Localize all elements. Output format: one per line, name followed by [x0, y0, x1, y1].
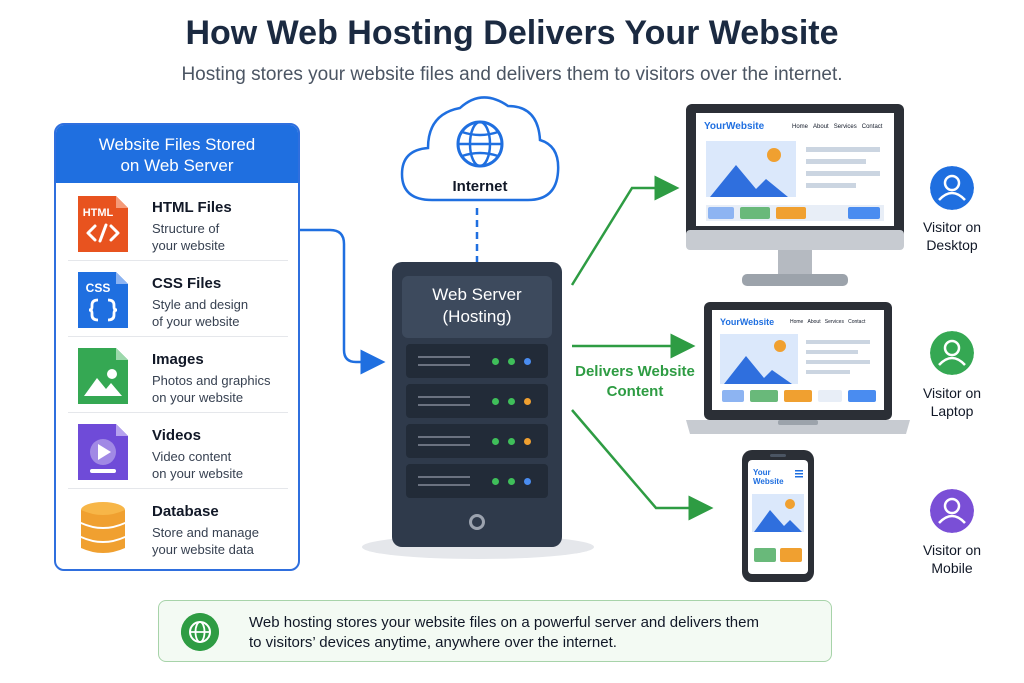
- user-icon: [930, 331, 974, 375]
- cloud-icon: [400, 96, 560, 202]
- video-file-icon: [78, 424, 128, 480]
- file-name: Videos: [152, 427, 201, 444]
- summary-box: Web hosting stores your website files on…: [158, 600, 832, 662]
- file-item-css: CSS CSS Files Style and design of your w…: [68, 263, 288, 337]
- site-logo: YourWebsite: [704, 121, 765, 132]
- site-logo: YourWebsite: [720, 317, 775, 327]
- file-item-database: Database Store and manage your website d…: [68, 491, 288, 565]
- mobile-screen: Your Website: [748, 460, 808, 574]
- internet-label: Internet: [452, 178, 508, 195]
- webpage-mockup: [706, 141, 884, 221]
- file-name: CSS Files: [152, 275, 222, 292]
- file-desc: Style and design of your website: [152, 297, 249, 329]
- file-desc: Photos and graphics on your website: [152, 373, 271, 405]
- html-file-icon: HTML: [78, 196, 128, 252]
- file-item-videos: Videos Video content on your website: [68, 415, 288, 489]
- webpage-mockup: [720, 334, 876, 402]
- file-name: HTML Files: [152, 199, 232, 216]
- file-desc: Structure of your website: [152, 221, 225, 253]
- server-to-mobile-arrow: [571, 409, 714, 521]
- user-icon: [930, 166, 974, 210]
- site-nav: Home About Services Contact: [790, 319, 866, 325]
- files-to-server-arrow: [300, 228, 386, 375]
- image-file-icon: [78, 348, 128, 404]
- css-file-icon: CSS: [78, 272, 128, 328]
- webpage-mockup: [752, 470, 804, 562]
- visitor-label-mobile: Visitor on Mobile: [922, 542, 982, 576]
- visitor-label-desktop: Visitor on Desktop: [922, 219, 982, 253]
- page-subtitle: Hosting stores your website files and de…: [181, 64, 843, 85]
- summary-text: Web hosting stores your website files on…: [249, 614, 759, 651]
- file-item-html: HTML HTML Files Structure of your websit…: [68, 187, 288, 261]
- server-unit: [406, 384, 548, 418]
- file-item-images: Images Photos and graphics on your websi…: [68, 339, 288, 413]
- desktop-screen: YourWebsite Home About Services Contact: [696, 113, 894, 226]
- svg-text:CSS: CSS: [86, 281, 111, 295]
- database-icon: [81, 502, 125, 553]
- file-desc: Store and manage your website data: [152, 525, 259, 557]
- globe-icon: [181, 613, 219, 651]
- server-label: Web Server (Hosting): [402, 276, 552, 338]
- server-unit: [406, 344, 548, 378]
- server-to-desktop-arrow: [570, 175, 680, 286]
- files-panel-header: Website Files Stored on Web Server: [56, 125, 298, 183]
- laptop-screen: YourWebsite Home About Services Contact: [712, 310, 884, 410]
- files-panel: Website Files Stored on Web Server HTML …: [54, 123, 300, 571]
- power-button-icon: [469, 514, 485, 530]
- file-name: Images: [152, 351, 204, 368]
- server-unit: [406, 464, 548, 498]
- server-unit: [406, 424, 548, 458]
- visitor-label-laptop: Visitor on Laptop: [922, 385, 982, 419]
- globe-icon: [456, 120, 504, 168]
- page-title: How Web Hosting Delivers Your Website: [185, 14, 839, 52]
- delivers-content-label: Delivers Website Content: [575, 363, 695, 400]
- site-logo: Your Website: [753, 468, 784, 486]
- site-nav: Home About Services Contact: [792, 124, 883, 130]
- file-name: Database: [152, 503, 219, 520]
- menu-icon: [795, 470, 803, 478]
- user-icon: [930, 489, 974, 533]
- svg-text:HTML: HTML: [83, 207, 114, 219]
- web-server: Web Server (Hosting): [392, 262, 562, 547]
- file-desc: Video content on your website: [152, 449, 244, 481]
